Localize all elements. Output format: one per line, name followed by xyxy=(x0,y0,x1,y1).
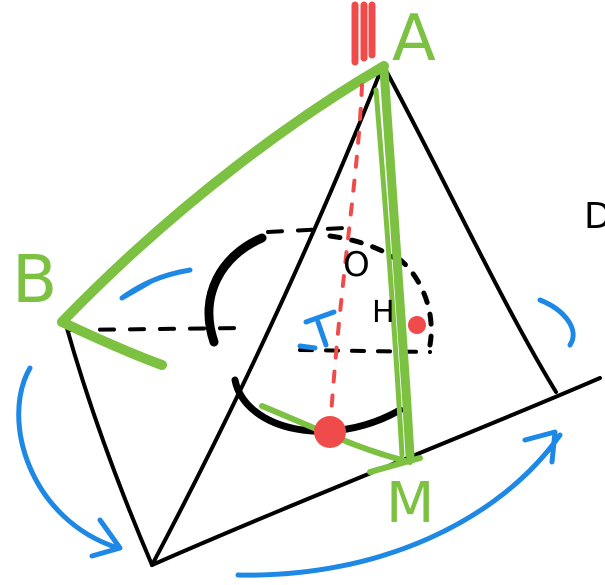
green-m-mark xyxy=(367,455,423,475)
label-a: A xyxy=(392,2,436,76)
red-altitude-dashed xyxy=(328,83,364,432)
sphere-arc-left xyxy=(204,233,267,347)
label-h: H xyxy=(372,295,395,330)
blue-arrow-bottom xyxy=(235,429,563,578)
red-altitude-top xyxy=(351,1,376,66)
blue-arrow-right-arc xyxy=(537,297,576,348)
green-line-am xyxy=(379,65,415,460)
edge-apex-left xyxy=(150,63,385,567)
edge-left-bottom xyxy=(64,323,154,567)
edge-left-hidden xyxy=(68,326,247,332)
label-m: M xyxy=(386,471,434,536)
label-edge-d: D xyxy=(584,196,605,237)
edge-apex-right xyxy=(381,63,558,394)
label-o: O xyxy=(343,245,370,285)
green-line-ab xyxy=(57,61,389,327)
blue-arrows xyxy=(16,267,576,578)
label-b: B xyxy=(12,241,57,318)
sphere-arc-right xyxy=(395,255,434,348)
red-altitude xyxy=(314,1,426,448)
red-dot-tangent xyxy=(408,316,426,334)
sphere-arc-bottom xyxy=(231,376,404,435)
green-line-b-spur xyxy=(57,317,167,370)
green-lines xyxy=(57,61,423,475)
edge-right-hidden xyxy=(298,348,432,354)
blue-arrow-top-left xyxy=(119,267,193,301)
pyramid-edges xyxy=(64,63,602,567)
blue-arrow-left-edge xyxy=(16,365,123,559)
edge-top-hidden xyxy=(266,226,347,234)
red-dot-sphere-center xyxy=(314,416,346,448)
blue-x-center xyxy=(297,309,337,351)
green-line-am-inner xyxy=(373,87,405,458)
